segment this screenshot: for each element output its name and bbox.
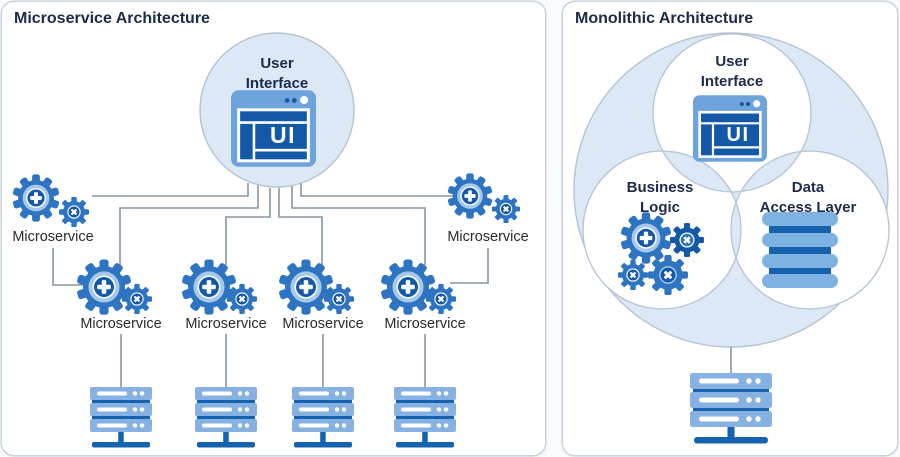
microservice-diagram-canvas: User Interface UI Microservice Microserv… <box>12 32 529 448</box>
gear-plus-icon <box>12 174 60 222</box>
gear-x-icon <box>648 255 688 295</box>
gear-x-icon <box>618 260 648 290</box>
gear-x-icon <box>324 284 354 314</box>
server-rack-icon <box>690 373 772 444</box>
hub-label-line1: User <box>260 55 294 72</box>
monolithic-panel-title: Monolithic Architecture <box>575 10 754 27</box>
gear-plus-icon <box>181 259 237 315</box>
gear-x-icon <box>670 223 704 257</box>
gear-x-icon <box>492 195 520 223</box>
gear-plus-icon <box>380 259 436 315</box>
microservice-label: Microservice <box>447 229 528 245</box>
microservice-panel-title: Microservice Architecture <box>14 10 210 27</box>
microservice-upper-left: Microservice <box>12 174 94 245</box>
monolithic-diagram-canvas: User Interface UI Business Logic Data Ac… <box>573 32 890 444</box>
microservice-row-3: Microservice <box>278 259 364 332</box>
server-rack-icon <box>195 387 257 448</box>
microservice-upper-right: Microservice <box>447 173 529 245</box>
connector-lines <box>52 183 489 387</box>
gear-x-icon <box>426 284 456 314</box>
business-logic-label-line2: Logic <box>640 199 680 216</box>
ui-layer-label-line2: Interface <box>701 73 764 90</box>
gear-plus-icon <box>76 259 132 315</box>
microservice-row-4: Microservice <box>380 259 466 332</box>
microservice-label: Microservice <box>282 316 363 332</box>
data-access-label-line1: Data <box>792 179 825 196</box>
microservice-label: Microservice <box>12 229 93 245</box>
microservice-label: Microservice <box>185 316 266 332</box>
server-rack-icon <box>292 387 354 448</box>
business-logic-label-line1: Business <box>627 179 694 196</box>
server-rack-icon <box>90 387 152 448</box>
gear-x-icon <box>122 284 152 314</box>
server-rack-icon <box>394 387 456 448</box>
microservice-panel: Microservice Architecture <box>2 2 545 455</box>
data-access-label-line2: Access Layer <box>760 199 857 216</box>
microservice-label: Microservice <box>384 316 465 332</box>
server-racks <box>90 387 456 448</box>
gear-plus-icon <box>278 259 334 315</box>
microservice-row-1: Microservice <box>76 259 162 332</box>
microservice-row-2: Microservice <box>181 259 267 332</box>
ui-browser-text: UI <box>727 124 750 146</box>
ui-browser-text: UI <box>270 122 296 148</box>
monolithic-panel: Monolithic Architecture <box>563 2 897 455</box>
database-stack-icon <box>762 212 838 288</box>
gear-x-icon <box>59 197 89 227</box>
microservice-label: Microservice <box>80 316 161 332</box>
gear-x-icon <box>227 284 257 314</box>
ui-layer-label-line1: User <box>715 53 749 70</box>
gear-plus-icon <box>447 173 493 219</box>
hub-label-line2: Interface <box>246 75 309 92</box>
